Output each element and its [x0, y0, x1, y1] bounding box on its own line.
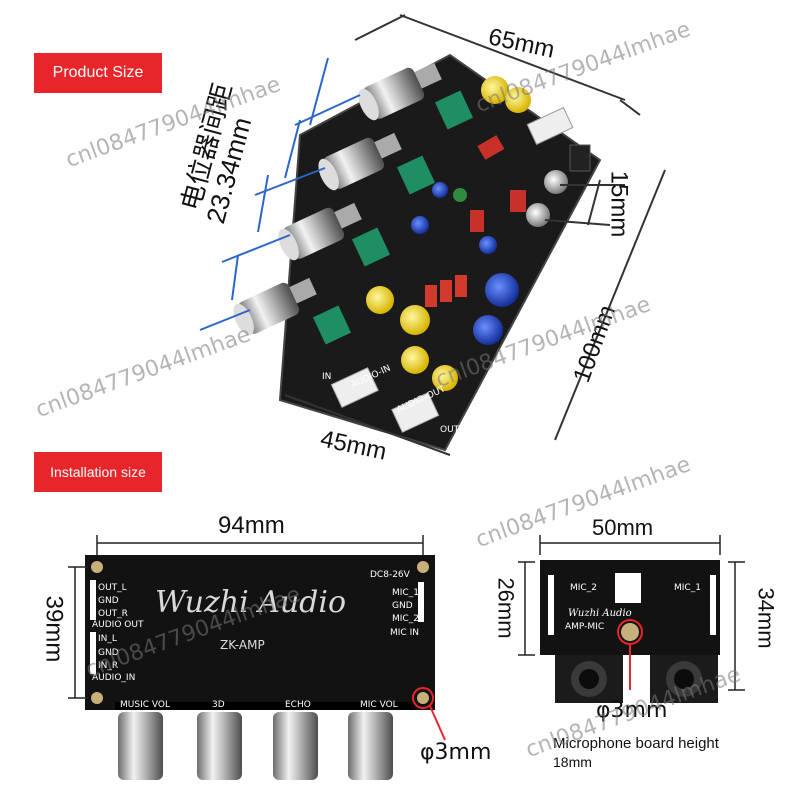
top-out-silk: OUT — [440, 425, 460, 435]
knob-label-echo: ECHO — [285, 700, 311, 710]
knob-label-3d: 3D — [212, 700, 225, 710]
mic-in-label: MIC IN — [390, 628, 419, 638]
mic-caption-line2: 18mm — [553, 754, 592, 770]
main-board-dimension-lines — [68, 535, 446, 741]
mic2-label: MIC_2 — [570, 583, 597, 593]
main-height-label: 39mm — [40, 595, 68, 663]
power-label: DC8-26V — [370, 570, 410, 580]
mic-board-dimension-lines — [518, 535, 745, 691]
audio-out-pin-1: OUT_L — [98, 583, 127, 593]
mic-in-pin-2: GND — [392, 601, 413, 611]
mic-brand-label: Wuzhi Audio — [568, 608, 632, 619]
main-hole-label: φ3mm — [420, 740, 492, 765]
audio-out-label: AUDIO OUT — [92, 620, 144, 630]
installation-size-tag: Installation size — [34, 452, 162, 492]
audio-in-pin-3: IN_R — [98, 661, 119, 671]
top-board — [233, 53, 602, 452]
audio-in-pin-1: IN_L — [98, 634, 117, 644]
audio-in-pin-2: GND — [98, 648, 119, 658]
pot-spacing-arrows — [199, 57, 361, 331]
mic-model-label: AMP-MIC — [565, 622, 605, 632]
mic-in-pin-1: MIC_1 — [392, 588, 419, 598]
mic-right-height-label: 34mm — [753, 587, 779, 649]
main-width-label: 94mm — [218, 512, 285, 539]
mic-width-label: 50mm — [592, 515, 654, 540]
knob-label-music-vol: MUSIC VOL — [120, 700, 170, 710]
model-label: ZK-AMP — [220, 638, 265, 652]
product-size-tag: Product Size — [34, 53, 162, 93]
audio-out-pin-2: GND — [98, 596, 119, 606]
mic-caption-line1: Microphone board height — [553, 735, 719, 752]
mic1-label: MIC_1 — [674, 583, 701, 593]
mic-board — [540, 560, 720, 703]
audio-in-label: AUDIO_IN — [92, 673, 136, 683]
mic-in-pin-3: MIC_2 — [392, 614, 419, 624]
audio-out-pin-3: OUT_R — [98, 609, 128, 619]
top-height-label: 15mm — [605, 170, 633, 238]
mic-hole-label: φ3mm — [596, 698, 668, 723]
top-dimension-lines — [284, 14, 666, 456]
main-board — [85, 555, 435, 780]
top-in-silk: IN — [322, 372, 332, 382]
brand-label: Wuzhi Audio — [155, 585, 347, 620]
knob-label-mic-vol: MIC VOL — [360, 700, 398, 710]
mic-left-height-label: 26mm — [493, 577, 519, 639]
